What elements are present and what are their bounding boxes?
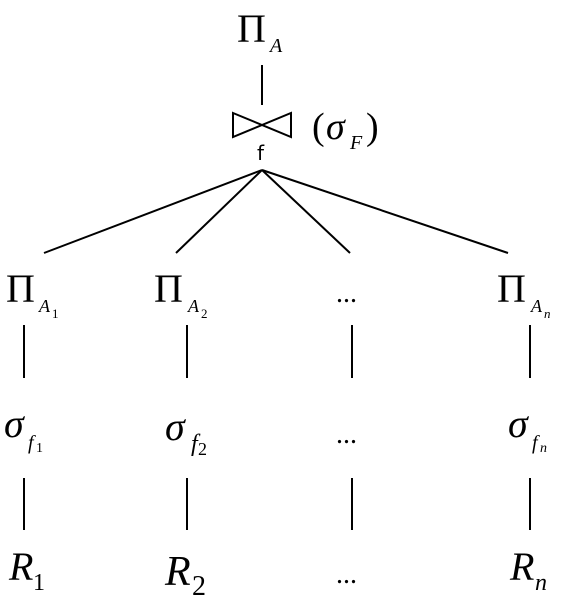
column-2: Π A 2 σ f 2 R 2 [154,266,208,599]
col2-projection-sub: A [187,296,200,316]
selection-close-paren: ) [366,106,379,148]
edge-to-col-2 [175,169,263,254]
col2-relation-symbol: R [164,549,191,595]
coln-projection-symbol: Π [497,266,526,311]
coln-relation-sub: n [535,570,547,596]
col3-relation-ellipsis: ... [336,559,357,590]
join-node: f ( σ F ) [232,106,379,165]
fanout-edges [43,169,509,254]
col1-projection-subsub: 1 [52,306,59,321]
selection-sigma: σ [326,106,346,148]
column-1: Π A 1 σ f 1 R 1 [4,266,59,596]
edge-to-col-3 [261,169,351,254]
edge-to-col-n [261,169,509,254]
col1-relation-sub: 1 [33,570,45,596]
col2-projection-subsub: 2 [201,306,208,321]
col3-projection-ellipsis: ... [336,278,357,309]
col2-selection-sub: f [191,431,201,457]
top-projection-symbol: Π [237,6,266,51]
col2-selection-subsub: 2 [198,439,207,459]
col1-selection-sub: f [28,432,36,454]
coln-selection-subsub: n [540,441,547,456]
col1-selection-subsub: 1 [36,441,43,456]
column-ellipsis: ... ... ... [336,278,357,590]
col2-projection-symbol: Π [154,266,183,311]
coln-selection-symbol: σ [508,401,529,446]
top-projection: Π A [237,6,283,57]
col1-relation-symbol: R [8,544,33,589]
col1-selection-symbol: σ [4,401,25,446]
col2-selection-symbol: σ [165,404,186,449]
col3-selection-ellipsis: ... [336,419,357,450]
coln-selection-sub: f [532,432,540,454]
selection-open-paren: ( [312,106,325,148]
selection-subscript-F: F [349,132,363,154]
join-condition-label: f [257,141,265,165]
edge-to-col-1 [43,169,263,254]
top-projection-subscript: A [268,35,283,57]
col1-projection-symbol: Π [6,266,35,311]
coln-relation-symbol: R [509,544,534,589]
col2-relation-sub: 2 [192,571,206,599]
join-icon [232,111,292,139]
column-n: Π A n σ f n R n [497,266,551,596]
coln-projection-sub: A [530,296,543,316]
coln-projection-subsub: n [544,306,551,321]
col1-projection-sub: A [38,296,51,316]
